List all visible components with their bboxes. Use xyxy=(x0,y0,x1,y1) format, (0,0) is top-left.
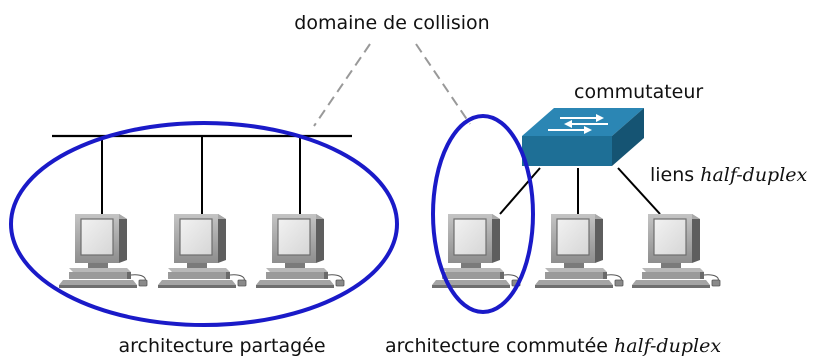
links-label-prefix: liens xyxy=(650,164,700,186)
collision-domain-label: domaine de collision xyxy=(294,12,489,34)
collision-domain-ellipse-switched xyxy=(431,114,535,314)
switch-label: commutateur xyxy=(574,81,703,103)
switched-architecture-caption: architecture commutée half-duplex xyxy=(385,335,721,357)
switch-icon xyxy=(522,108,644,166)
links-label: liens half-duplex xyxy=(650,164,808,186)
switched-caption-mode: half-duplex xyxy=(614,335,721,357)
collision-domain-ellipse-shared xyxy=(9,121,399,327)
dashed-link-left xyxy=(313,43,371,127)
links-label-mode: half-duplex xyxy=(700,164,807,186)
dashed-link-right xyxy=(415,43,471,125)
link-pc3 xyxy=(617,167,661,215)
link-pc1 xyxy=(499,167,541,215)
switched-caption-prefix: architecture commutée xyxy=(385,335,614,357)
shared-architecture-caption: architecture partagée xyxy=(118,335,325,357)
computer-icon xyxy=(157,213,247,289)
computer-icon xyxy=(255,213,345,289)
computer-icon xyxy=(631,213,721,289)
computer-icon xyxy=(58,213,148,289)
computer-icon xyxy=(534,213,624,289)
